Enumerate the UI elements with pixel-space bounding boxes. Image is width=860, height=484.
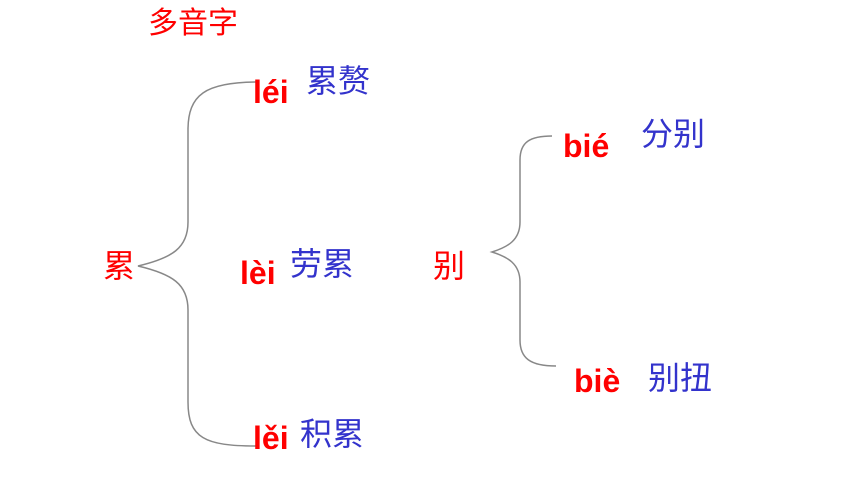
word-bieniu: 别扭 [648, 359, 713, 397]
word-leizhui: 累赘 [306, 62, 371, 100]
pinyin-lei4: lèi [240, 255, 276, 291]
pinyin-lei3: lěi [253, 420, 289, 456]
pinyin-bie2: bié [563, 128, 610, 164]
pinyin-bie4: biè [574, 363, 621, 399]
word-fenbie: 分别 [641, 115, 706, 153]
word-jilei: 积累 [300, 415, 365, 453]
word-laolei: 劳累 [290, 245, 355, 283]
polyphone-character: 别 [433, 247, 466, 285]
slide-title: 多音字 [148, 6, 238, 41]
pinyin-lei2: léi [253, 74, 289, 110]
polyphone-character: 累 [103, 247, 136, 285]
